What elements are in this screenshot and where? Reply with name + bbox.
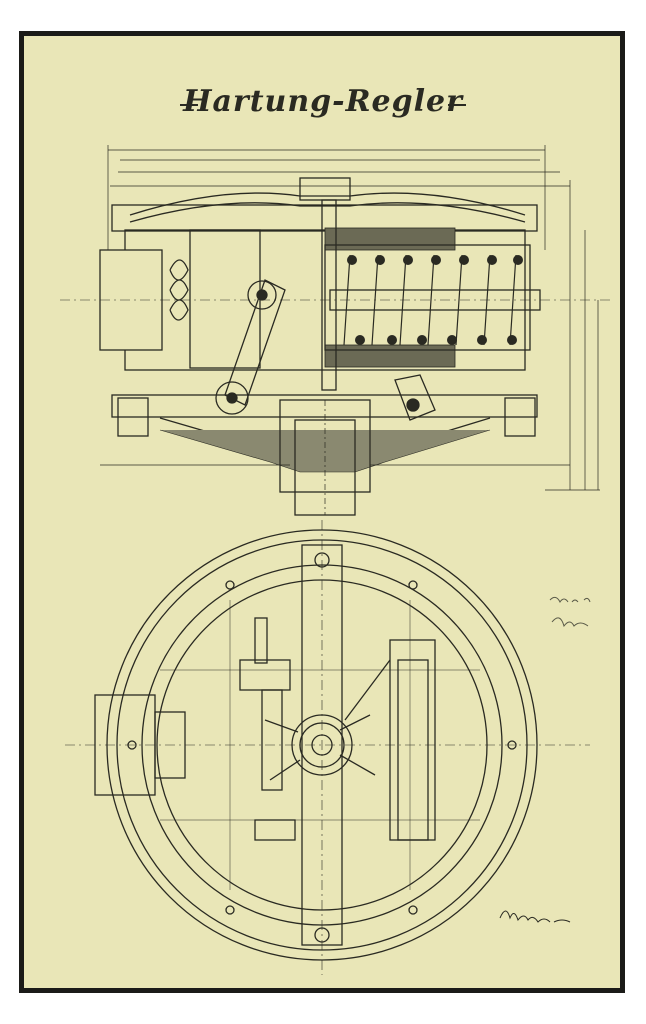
title-dash-left (180, 104, 198, 106)
title-dash-right (448, 104, 466, 106)
section-view (60, 145, 610, 516)
drawing-title: Hartung-Regler (183, 84, 463, 119)
handwritten-scribble (549, 596, 591, 628)
plan-view (65, 520, 590, 975)
handwritten-note-top (548, 592, 598, 639)
signature (498, 900, 578, 934)
signature-scribble (499, 910, 571, 923)
